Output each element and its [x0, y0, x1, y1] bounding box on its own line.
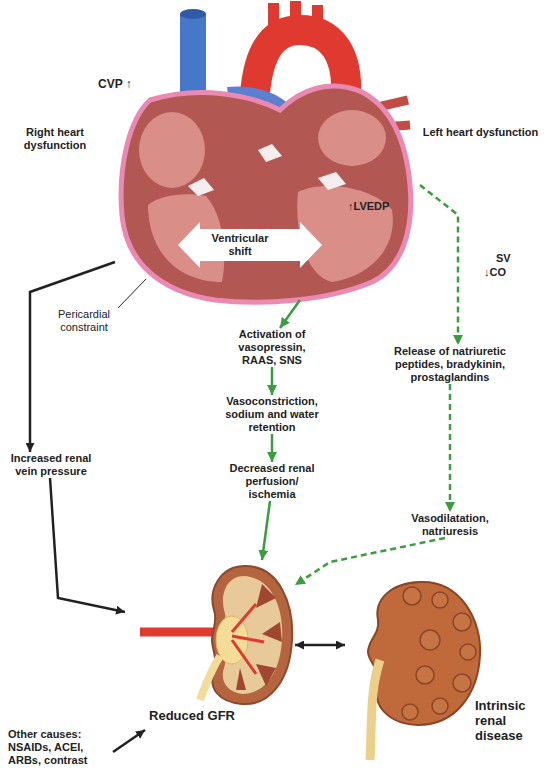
flow-arrow: [420, 185, 458, 345]
kidney-diseased: [416, 666, 434, 684]
side-label: ↓CO: [484, 266, 506, 279]
kidney-normal: [236, 668, 246, 690]
heart-body: [121, 86, 411, 302]
kidney-diseased: [370, 660, 380, 760]
flow-arrow: [449, 384, 452, 512]
kidney-normal: [256, 584, 276, 608]
kidney-diseased: [368, 582, 480, 760]
node-text: Intrinsic renal disease: [475, 698, 545, 743]
kidney-normal: [232, 604, 264, 674]
text-node: Other causes: NSAIDs, ACEI, ARBs, contra…: [8, 728, 113, 767]
node-text: Vasodilatation, natriuresis: [400, 512, 500, 538]
node-text: Other causes: NSAIDs, ACEI, ARBs, contra…: [8, 728, 113, 767]
text-node: Decreased renal perfusion/ ischemia: [224, 462, 320, 501]
flow-arrow: [280, 300, 300, 328]
leader-line: [118, 279, 146, 308]
kidney-normal: [256, 664, 276, 686]
kidney-diseased: [402, 704, 418, 720]
flow-arrow: [295, 644, 345, 647]
heart-body: [297, 186, 393, 282]
node-text: Activation of vasopressin, RAAS, SNS: [222, 328, 322, 367]
shift-arrow: [178, 222, 322, 268]
kidney-diseased: [432, 698, 448, 714]
kidney-diseased: [453, 674, 471, 692]
leader-line: [118, 279, 146, 308]
flow-arrow: [271, 434, 274, 462]
kidney-diseased: [432, 592, 448, 608]
text-node: Vasodilatation, natriuresis: [400, 512, 500, 538]
kidney-diseased: [460, 644, 476, 660]
kidney-node: Reduced GFR: [125, 560, 295, 730]
shift-arrow: [178, 222, 322, 268]
side-label: CVP ↑: [98, 78, 132, 91]
heart-body: [139, 112, 205, 188]
heart-body: [121, 86, 411, 302]
heart-vessels: [268, 3, 279, 33]
heart-vessels: [290, 1, 301, 26]
node-text: ↑LVEDP: [348, 200, 389, 213]
heart-vessels: [312, 5, 323, 33]
flow-arrow: [30, 262, 115, 452]
heart-vessels: [180, 9, 206, 19]
kidney-diseased: [403, 587, 421, 605]
heart-body: [258, 144, 282, 162]
text-node: Activation of vasopressin, RAAS, SNS: [222, 328, 322, 367]
side-label: Left heart dysfunction: [418, 126, 543, 139]
side-label: Pericardial constraint: [48, 308, 120, 334]
text-node: Release of natriuretic peptides, bradyki…: [385, 345, 515, 384]
kidney-normal: [212, 566, 292, 704]
flow-arrow: [50, 478, 125, 612]
kidney-diseased: [420, 630, 440, 650]
heart-node: ↑LVEDP Ventricular shift: [115, 0, 420, 300]
text-node: Vasoconstriction, sodium and water reten…: [217, 395, 327, 434]
side-label: SV: [496, 252, 511, 265]
node-text: Decreased renal perfusion/ ischemia: [224, 462, 320, 501]
node-text: Reduced GFR: [137, 708, 247, 723]
node-text: Ventricular shift: [202, 232, 278, 258]
kidney-normal: [262, 622, 282, 642]
flow-arrow: [262, 501, 270, 560]
kidney-diseased: [453, 613, 471, 631]
node-text: Release of natriuretic peptides, bradyki…: [385, 345, 515, 384]
kidney-diseased: [368, 582, 480, 725]
kidney-node: Intrinsic renal disease: [345, 575, 553, 775]
side-label: Right heart dysfunction: [0, 126, 110, 152]
node-text: Vasoconstriction, sodium and water reten…: [217, 395, 327, 434]
kidney-normal: [200, 656, 220, 700]
text-node: Increased renal vein pressure: [5, 452, 97, 478]
heart-body: [318, 172, 346, 190]
heart-body: [318, 110, 386, 166]
heart-body: [188, 178, 214, 196]
flow-arrow: [113, 730, 145, 752]
kidney-normal: [140, 566, 292, 704]
node-text: Increased renal vein pressure: [5, 452, 97, 478]
flow-arrow: [295, 538, 445, 585]
flow-arrow: [271, 367, 274, 395]
